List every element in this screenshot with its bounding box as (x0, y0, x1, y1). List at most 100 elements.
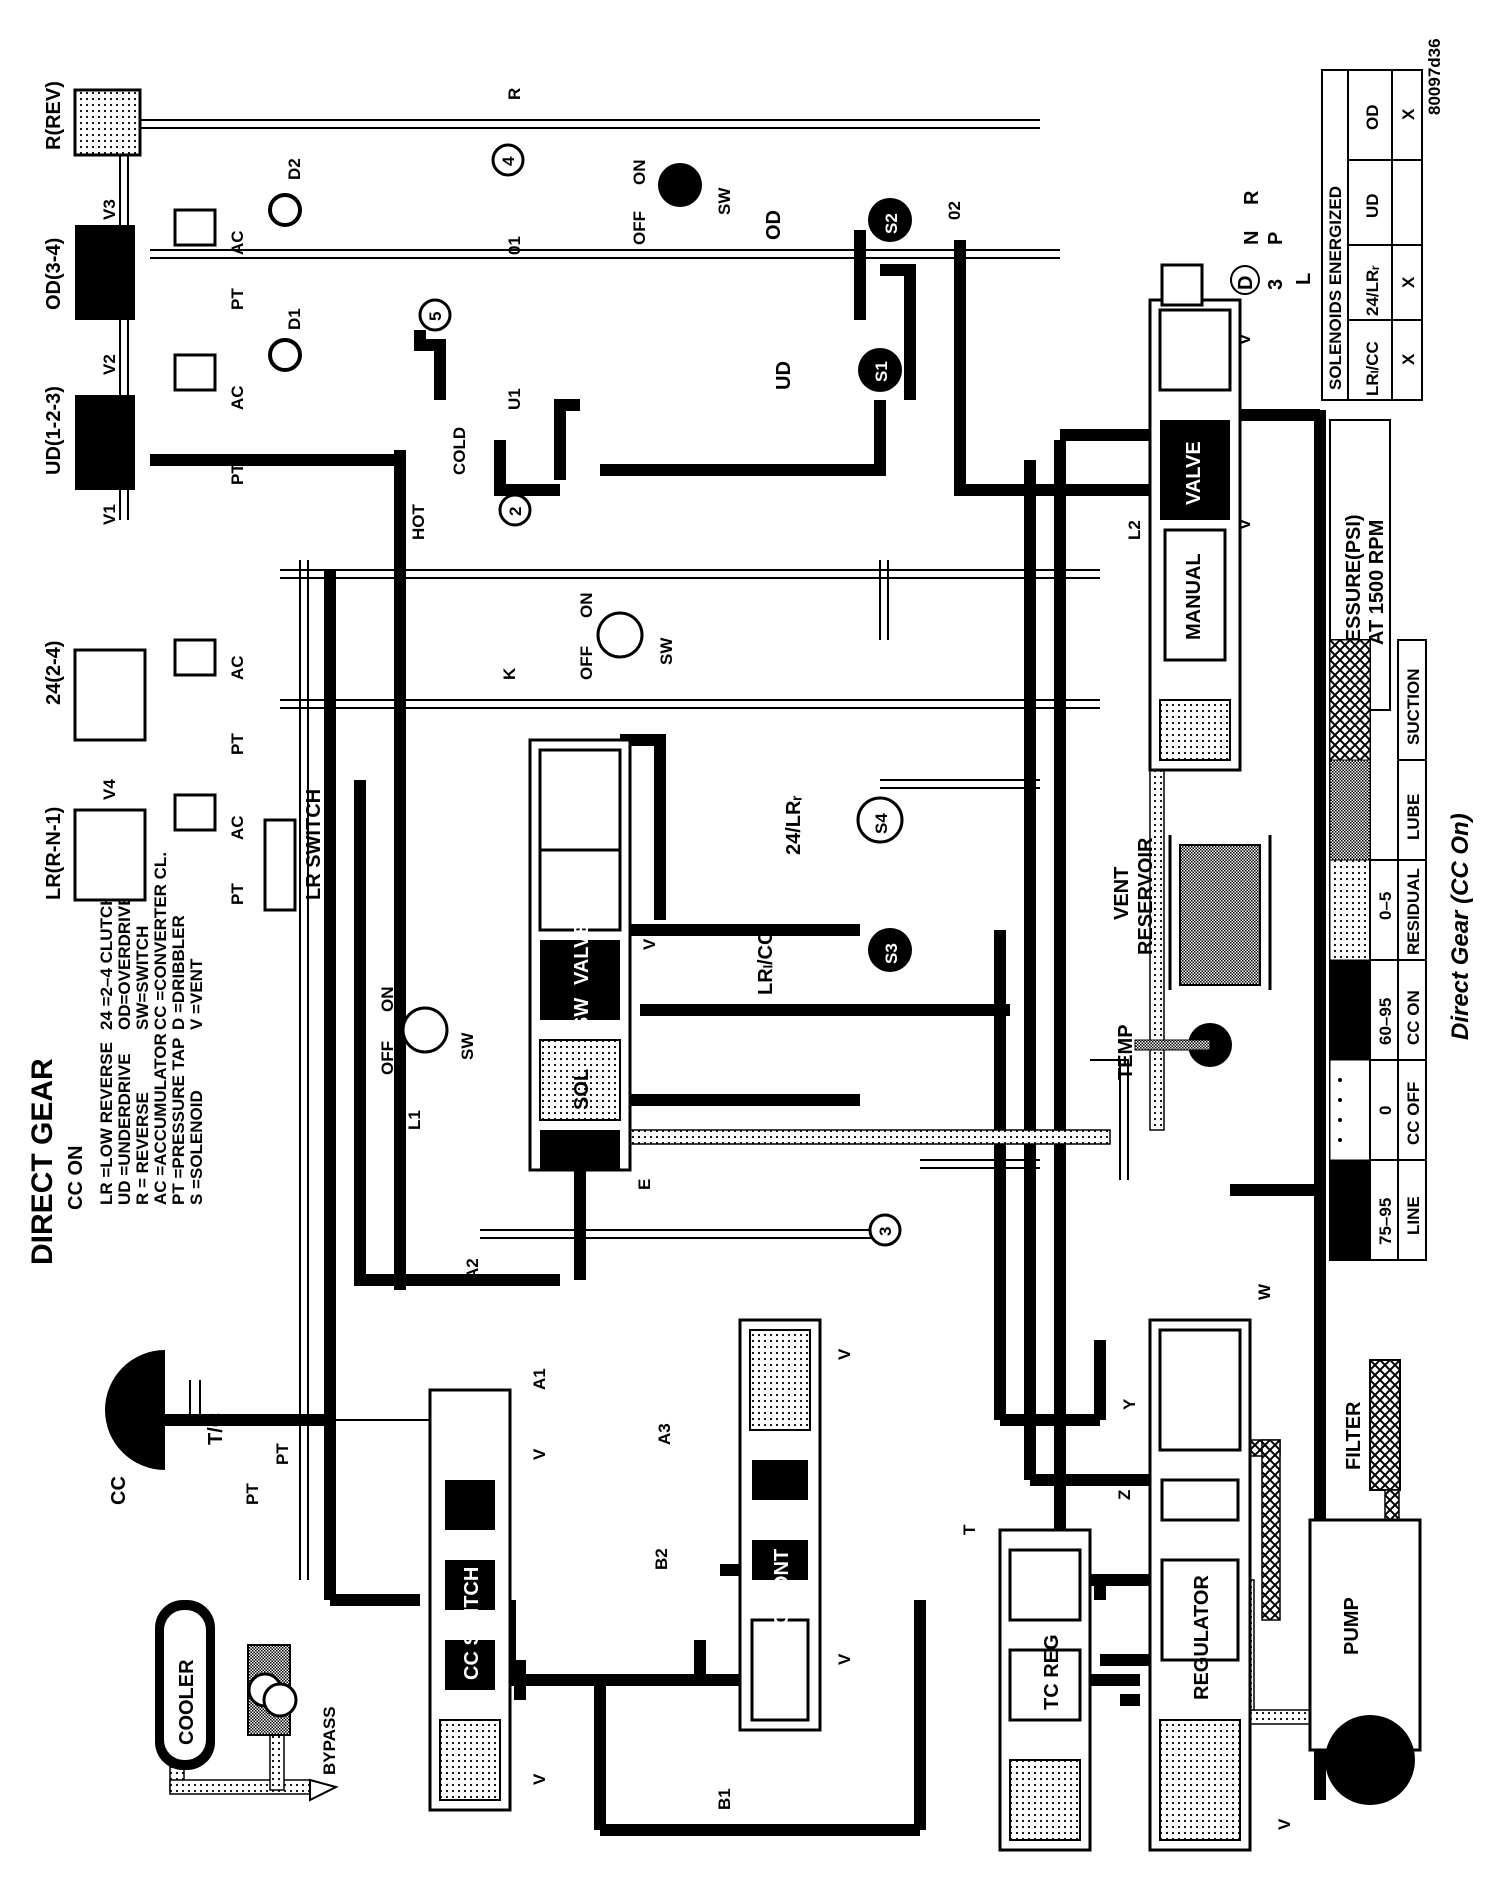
diagram-title: DIRECT GEAR (26, 1058, 59, 1265)
abbrev-ac: AC =ACCUMULATOR (151, 1033, 170, 1205)
abbrev-cc: CC =CONVERTER CL. (151, 852, 170, 1030)
abbrev-ud: UD =UNDERDRIVE (115, 1053, 134, 1205)
label-v3: V3 (100, 199, 119, 220)
label-b1: B1 (715, 1788, 734, 1810)
gear-selector: R N D P 3 L (1160, 190, 1315, 307)
regulator-label: REGULATOR (1191, 1575, 1213, 1700)
prndl-p: P (1265, 232, 1287, 245)
sw-lr-on: ON (378, 987, 397, 1013)
pressure-name-lube: LUBE (1404, 794, 1423, 840)
accumulators (173, 208, 217, 832)
cooler: COOLER (155, 1600, 215, 1770)
sw-lr-label: SW (458, 1032, 477, 1060)
label-u1: U1 (505, 388, 524, 410)
sw-od-on: ON (630, 160, 649, 186)
label-a2: A2 (463, 1258, 482, 1280)
label-pt-4: PT (228, 883, 247, 905)
manual-label: MANUAL (1183, 553, 1205, 640)
solenoid-table: SOLENOIDS ENERGIZED LRₗ/CC 24/LRᵣ UD OD … (1321, 69, 1423, 401)
pump: PUMP (1308, 1518, 1422, 1805)
label-v-a: V (530, 1448, 549, 1460)
label-pt-5: PT (243, 1483, 262, 1505)
solenoid-col-lrcc: LRₗ/CC (1363, 341, 1382, 396)
cc-control-valve: CC CONT (738, 1318, 822, 1732)
tc-regulator-valve: TC REG (998, 1528, 1092, 1852)
solenoid-col-ud: UD (1363, 193, 1382, 218)
label-v-b: V (530, 1773, 549, 1785)
d2-label: D2 (285, 158, 304, 180)
pressure-name-cc-off: CC OFF (1404, 1082, 1423, 1145)
prndl-d: D (1235, 276, 1257, 290)
cooler-label: COOLER (176, 1659, 198, 1745)
label-v-f: V (1235, 333, 1254, 345)
temp-sensor: TEMP (1115, 1023, 1232, 1080)
figure-id: 80097d36 (1425, 38, 1444, 115)
ud-clutch-label: UD(1-2-3) (43, 386, 65, 475)
pressure-value-residual: 0–5 (1376, 892, 1395, 920)
abbrev-v: V =VENT (187, 958, 206, 1030)
label-pt-3: PT (228, 733, 247, 755)
d1-label: D1 (285, 308, 304, 330)
pressure-header-2: AT 1500 RPM (1366, 520, 1388, 645)
bypass-valve: BYPASS (247, 1644, 339, 1775)
tc-reg-label: TC REG (1041, 1634, 1063, 1710)
abbreviation-legend: LR =LOW REVERSE UD =UNDERDRIVE R = REVER… (97, 852, 206, 1205)
label-b2: B2 (652, 1548, 671, 1570)
sw-od-label: SW (715, 187, 734, 215)
circuit-labels: V1 V2 V3 V4 01 02 U1 K L1 L2 E A1 A2 A3 … (100, 88, 1294, 1830)
clutch-od: OD(3-4) (43, 225, 135, 320)
clutch-lr: LR(R-N-1) (43, 807, 147, 902)
line-pressure-passages (144, 230, 1326, 1836)
sol-od-label: OD (763, 210, 785, 240)
label-v1: V1 (100, 504, 119, 525)
label-r: R (505, 88, 524, 100)
label-v2: V2 (100, 354, 119, 375)
clutch-24: 24(2-4) (43, 641, 147, 742)
label-pt-2: PT (228, 288, 247, 310)
ball-5-label: 5 (426, 312, 445, 321)
label-k: K (500, 667, 519, 680)
pressure-switch-od: OFF ON SW (630, 160, 734, 246)
lr-switch-label: LR SWITCH (303, 789, 325, 900)
pressure-value-cc-off: 0 (1376, 1106, 1395, 1115)
hot-label: HOT (409, 504, 428, 541)
pressure-value-cc-on: 60–95 (1376, 998, 1395, 1045)
lr-switch: LR SWITCH (263, 789, 325, 912)
sw-24-on: ON (577, 593, 596, 619)
label-v-d: V (835, 1348, 854, 1360)
label-ac-3: AC (228, 655, 247, 680)
pressure-switch-24: OFF ON SW (577, 593, 676, 681)
torque-converter: CC T/C (105, 1350, 227, 1505)
vent-label: VENT (1111, 867, 1133, 920)
sw-label: SW (571, 998, 593, 1030)
pressure-header-1: PRESSURE(PSI) (1343, 514, 1365, 670)
clutch-reverse: R(REV) (43, 81, 142, 157)
label-pt-1: PT (228, 463, 247, 485)
cc-switch-valve: CC SWITCH (428, 1388, 512, 1812)
label-o1: 01 (505, 236, 524, 255)
label-t: T (960, 1524, 979, 1535)
temp-label: TEMP (1115, 1024, 1137, 1080)
solenoid-s3: S3 LRₗ/CC (755, 928, 912, 995)
swatch-lube (1329, 759, 1371, 861)
pressure-legend: PRESSURE(PSI) AT 1500 RPM 75–95 0 60–95 … (1329, 419, 1427, 1261)
label-l1: L1 (405, 1110, 424, 1130)
abbrev-lr: LR =LOW REVERSE (97, 1042, 116, 1205)
check-ball-3: 3 (868, 1213, 902, 1247)
od-clutch-label: OD(3-4) (43, 238, 65, 310)
sol-s4-label: 24/LRᵣ (783, 795, 805, 855)
tc-label: T/C (205, 1413, 227, 1445)
solenoid-switch-valve: VALVE SW SOL (528, 738, 632, 1172)
pressure-regulator-valve: REGULATOR (1148, 1318, 1252, 1852)
sw-24-label: SW (657, 637, 676, 665)
s3-label: S3 (882, 943, 901, 964)
abbrev-sw: SW=SWITCH (133, 926, 152, 1030)
check-ball-4: 4 (491, 143, 525, 177)
label-ac-4: AC (228, 815, 247, 840)
label-v-e: V (835, 1653, 854, 1665)
sw-od-off: OFF (630, 211, 649, 245)
bypass-label: BYPASS (320, 1706, 339, 1775)
rev-clutch-label: R(REV) (43, 81, 65, 150)
label-a1: A1 (530, 1368, 549, 1390)
